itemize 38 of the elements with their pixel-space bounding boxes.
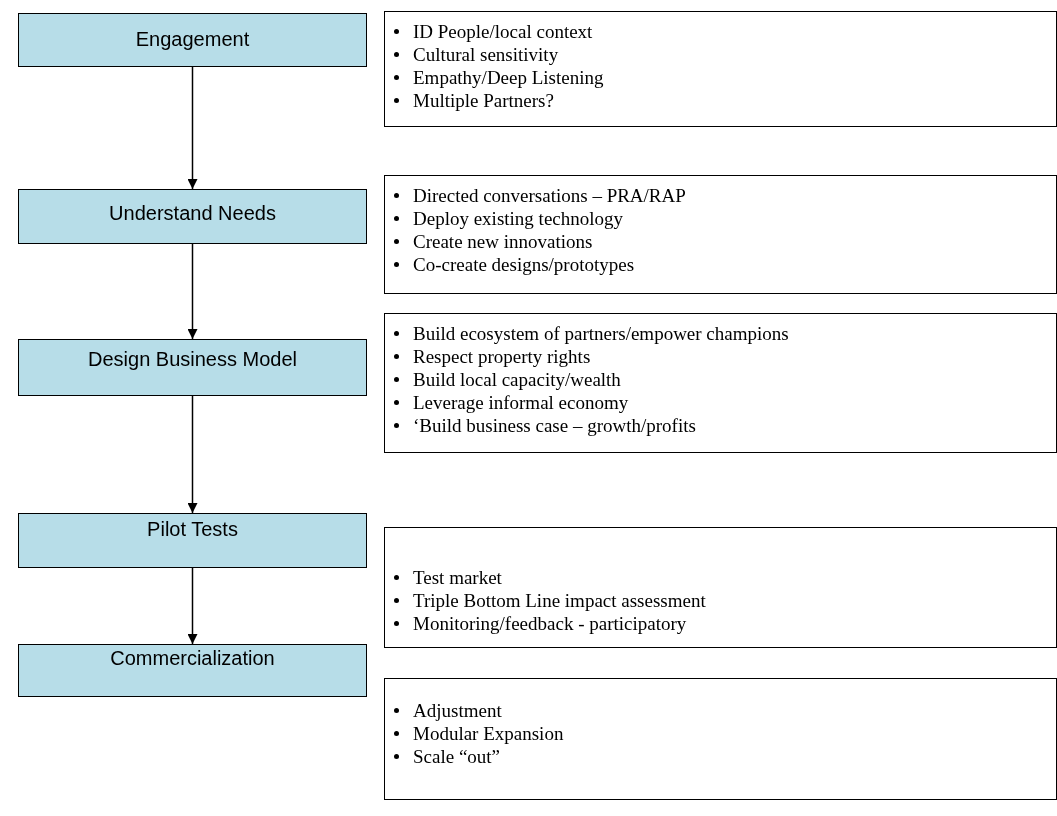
arrow bbox=[187, 567, 198, 645]
step-label: Pilot Tests bbox=[147, 518, 238, 540]
bullet-item: Adjustment bbox=[413, 700, 502, 721]
process-box bbox=[18, 189, 367, 244]
bullet-list-box bbox=[384, 175, 1057, 294]
bullet-list-box bbox=[384, 313, 1057, 453]
bullet-item: Modular Expansion bbox=[413, 723, 564, 744]
bullet-item: Deploy existing technology bbox=[413, 208, 624, 229]
arrow bbox=[187, 243, 198, 340]
step-label: Understand Needs bbox=[109, 202, 276, 224]
step-label: Engagement bbox=[135, 28, 250, 50]
step-label: Commercialization bbox=[110, 647, 275, 669]
process-box bbox=[18, 13, 367, 67]
bullet-item: Leverage informal economy bbox=[413, 392, 629, 413]
bullet-item: Respect property rights bbox=[413, 346, 591, 367]
bullet-item: Empathy/Deep Listening bbox=[413, 67, 604, 88]
bullet-item: Test market bbox=[413, 567, 502, 588]
bullet-item: Directed conversations – PRA/RAP bbox=[413, 185, 686, 206]
bullet-list-box bbox=[384, 527, 1057, 648]
arrow bbox=[187, 66, 198, 190]
step-label: Design Business Model bbox=[88, 348, 297, 370]
bullet-list-box bbox=[384, 11, 1057, 127]
bullet-item: Triple Bottom Line impact assessment bbox=[413, 590, 706, 611]
bullet-list-box bbox=[384, 678, 1057, 800]
bullet-item: Build ecosystem of partners/empower champions bbox=[413, 323, 789, 344]
bullet-item: Create new innovations bbox=[413, 231, 593, 252]
bullet-item: Cultural sensitivity bbox=[413, 44, 559, 65]
bullet-item: ID People/local context bbox=[413, 21, 593, 42]
bullet-item: Co-create designs/prototypes bbox=[413, 254, 635, 275]
bullet-item: ‘Build business case – growth/profits bbox=[413, 415, 696, 436]
process-box bbox=[18, 644, 367, 697]
bullet-item: Build local capacity/wealth bbox=[413, 369, 621, 390]
arrow bbox=[187, 395, 198, 514]
bullet-item: Scale “out” bbox=[413, 746, 501, 767]
bullet-item: Monitoring/feedback - participatory bbox=[413, 613, 687, 634]
process-box bbox=[18, 339, 367, 396]
process-box bbox=[18, 513, 367, 568]
bullet-item: Multiple Partners? bbox=[413, 90, 554, 111]
